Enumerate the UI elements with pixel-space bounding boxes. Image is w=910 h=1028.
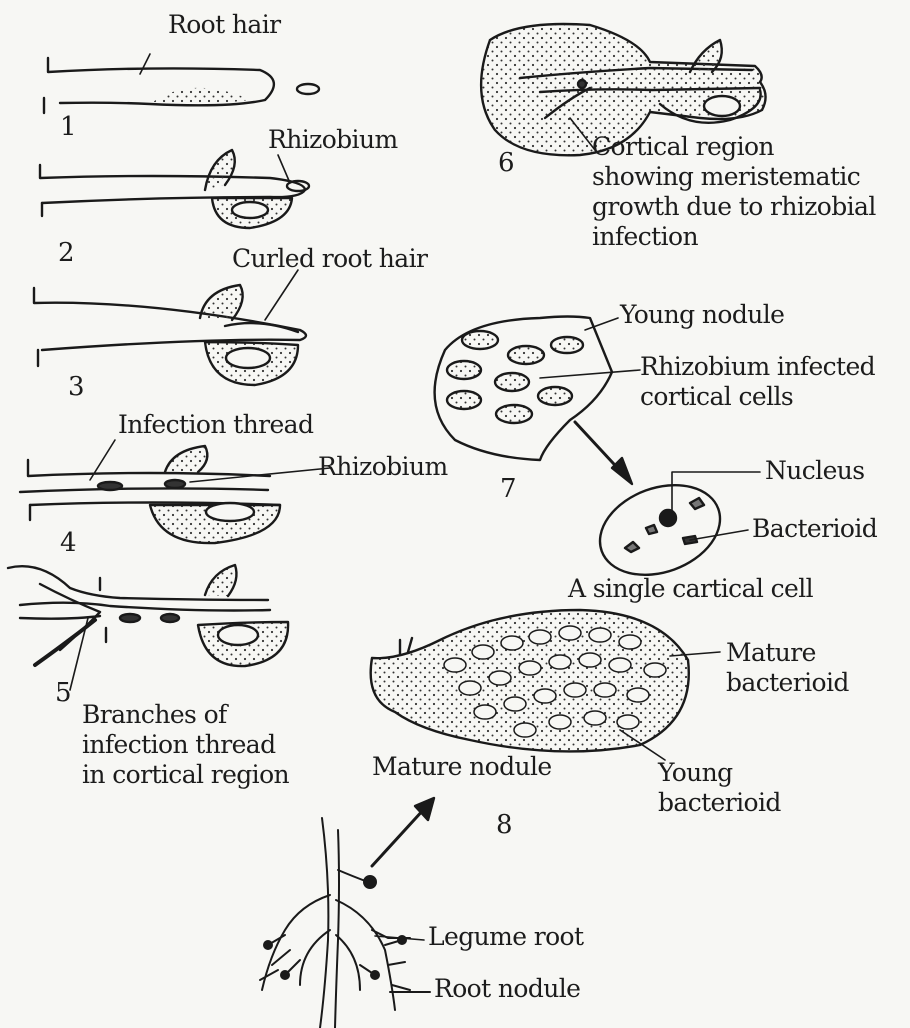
stage-number-2: 2: [58, 238, 74, 268]
stage-number-8: 8: [496, 810, 512, 840]
stage-number-3: 3: [68, 372, 84, 402]
stage-number-6: 6: [498, 148, 514, 178]
label-mature-bacterioid-line-2: bacterioid: [726, 668, 849, 698]
label-infection-thread: Infection thread: [118, 410, 313, 440]
label-rhizobium-infected-line-2: cortical cells: [640, 382, 793, 412]
label-rhizobium-stage-4: Rhizobium: [318, 452, 448, 482]
label-cortical-line-4: infection: [592, 222, 698, 252]
stage-number-4: 4: [60, 528, 76, 558]
stage-3-drawing: [34, 285, 306, 385]
label-branches-line-2: infection thread: [82, 730, 276, 760]
label-branches-line-1: Branches of: [82, 700, 227, 730]
arrow-to-mature-nodule: [372, 798, 434, 866]
label-nucleus: Nucleus: [765, 456, 865, 486]
label-rhizobium-infected-line-1: Rhizobium infected: [640, 352, 875, 382]
label-cortical-line-2: showing meristematic: [592, 162, 860, 192]
stage-number-5: 5: [55, 678, 71, 708]
label-mature-bacterioid-line-1: Mature: [726, 638, 816, 668]
label-single-cortical-cell: A single cartical cell: [568, 574, 813, 604]
label-curled-root-hair: Curled root hair: [232, 244, 427, 274]
single-cortical-cell-drawing: [587, 469, 732, 590]
stage-2-drawing: [40, 150, 309, 228]
label-cortical-line-1: Cortical region: [592, 132, 774, 162]
label-root-hair: Root hair: [168, 10, 280, 40]
stage-7-young-nodule-drawing: [435, 317, 632, 485]
stage-number-7: 7: [500, 474, 516, 504]
label-root-nodule: Root nodule: [434, 974, 580, 1004]
label-branches-line-3: in cortical region: [82, 760, 289, 790]
stage-8-mature-nodule-drawing: [371, 610, 689, 751]
stage-5-drawing: [8, 565, 288, 666]
label-young-nodule: Young nodule: [620, 300, 784, 330]
label-bacterioid: Bacterioid: [752, 514, 877, 544]
legume-root-drawing: [260, 818, 430, 1028]
label-mature-nodule: Mature nodule: [372, 752, 552, 782]
label-young-bacterioid-line-2: bacterioid: [658, 788, 781, 818]
label-rhizobium-stage-2: Rhizobium: [268, 125, 398, 155]
stage-4-drawing: [20, 446, 280, 543]
label-legume-root: Legume root: [428, 922, 583, 952]
stage-number-1: 1: [60, 112, 76, 142]
label-young-bacterioid-line-1: Young: [658, 758, 733, 788]
label-cortical-line-3: growth due to rhizobial: [592, 192, 876, 222]
stage-1-root-hair-drawing: [44, 58, 319, 113]
